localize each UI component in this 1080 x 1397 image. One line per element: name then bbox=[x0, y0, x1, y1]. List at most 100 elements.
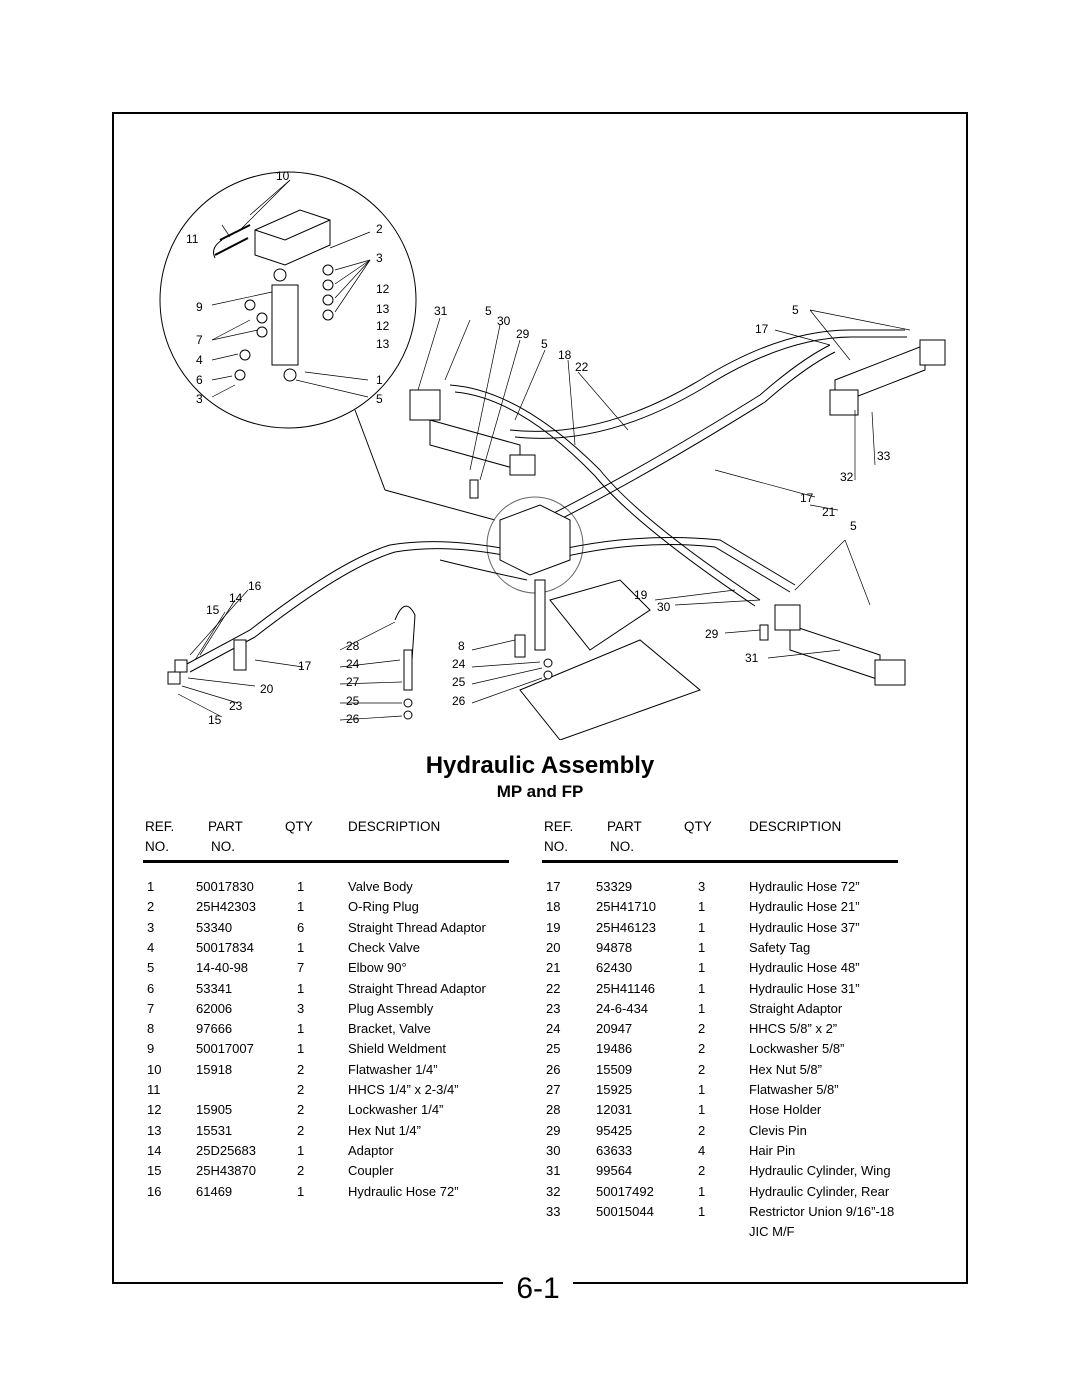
callout-label: 17 bbox=[298, 659, 312, 673]
callout-label: 14 bbox=[229, 591, 243, 605]
cell-desc: JIC M/F bbox=[749, 1224, 795, 1240]
callout-label: 21 bbox=[822, 505, 836, 519]
callout-label: 26 bbox=[452, 694, 466, 708]
cell-part: 50017834 bbox=[196, 939, 254, 955]
cell-desc: Hose Holder bbox=[749, 1102, 822, 1118]
qty-header-left: QTY bbox=[285, 819, 313, 834]
callout-label: 13 bbox=[376, 302, 390, 316]
cell-qty: 1 bbox=[698, 980, 706, 996]
cell-part: 12031 bbox=[596, 1102, 633, 1118]
cell-desc: Hydraulic Hose 31” bbox=[749, 980, 860, 996]
cell-ref: 31 bbox=[546, 1163, 561, 1179]
callout-label: 5 bbox=[792, 303, 799, 317]
callout-label: 12 bbox=[376, 319, 390, 333]
callout-label: 20 bbox=[260, 682, 274, 696]
callout-label: 30 bbox=[657, 600, 671, 614]
cell-ref: 29 bbox=[546, 1122, 561, 1138]
cell-ref: 25 bbox=[546, 1041, 561, 1057]
ref-no-header-left: REF.NO. bbox=[145, 819, 175, 854]
cell-ref: 2 bbox=[147, 899, 155, 915]
cylinder-wing bbox=[789, 624, 881, 681]
cell-desc: Hair Pin bbox=[749, 1142, 796, 1158]
cell-qty: 1 bbox=[297, 1142, 305, 1158]
page-number-gap bbox=[503, 1270, 573, 1300]
callout-label: 17 bbox=[800, 491, 814, 505]
cell-qty: 1 bbox=[297, 1041, 305, 1057]
cell-desc: Check Valve bbox=[348, 939, 421, 955]
cell-ref: 24 bbox=[546, 1021, 561, 1037]
cell-part: 62430 bbox=[596, 960, 633, 976]
cell-part: 53329 bbox=[596, 879, 633, 894]
cell-part: 62006 bbox=[196, 1000, 233, 1016]
callout-label: 12 bbox=[376, 282, 390, 296]
callout-label: 19 bbox=[634, 588, 648, 602]
cell-ref: 16 bbox=[147, 1183, 162, 1199]
cell-ref: 19 bbox=[546, 919, 561, 935]
cell-qty: 1 bbox=[698, 939, 706, 955]
callout-label: 33 bbox=[877, 449, 891, 463]
cell-part: 50017830 bbox=[196, 879, 254, 894]
cell-qty: 1 bbox=[698, 1203, 706, 1219]
callout-label: 11 bbox=[186, 232, 199, 246]
cell-qty: 1 bbox=[698, 1082, 706, 1097]
cell-qty: 7 bbox=[297, 960, 305, 976]
callout-label: 24 bbox=[452, 657, 466, 671]
callout-label: 4 bbox=[196, 353, 203, 367]
callout-label: 24 bbox=[346, 657, 360, 671]
cell-desc: Flatwasher 1/4” bbox=[348, 1061, 438, 1077]
cell-part: 25H41146 bbox=[596, 980, 656, 996]
cell-part: 63633 bbox=[596, 1142, 633, 1158]
cell-ref: 11 bbox=[147, 1082, 161, 1097]
hydraulic-assembly-diagram: 1011239121312713461353153029518225173332… bbox=[159, 169, 946, 740]
cell-qty: 3 bbox=[698, 879, 706, 894]
cell-part: 25H42303 bbox=[196, 899, 256, 915]
cell-qty: 2 bbox=[297, 1163, 305, 1179]
cell-qty: 2 bbox=[698, 1163, 706, 1179]
cell-ref: 1 bbox=[147, 879, 155, 894]
cell-desc: Lockwasher 1/4” bbox=[348, 1102, 444, 1118]
cell-qty: 1 bbox=[297, 980, 305, 996]
cell-ref: 15 bbox=[147, 1163, 162, 1179]
cell-part: 25H46123 bbox=[596, 919, 656, 935]
valve-body bbox=[271, 284, 299, 366]
cell-part: 25H41710 bbox=[596, 899, 656, 915]
cell-ref: 30 bbox=[546, 1142, 561, 1158]
cell-part: 24-6-434 bbox=[596, 1000, 649, 1016]
header-rule-right bbox=[542, 860, 898, 863]
cell-qty: 2 bbox=[698, 1122, 706, 1138]
cell-desc: Flatwasher 5/8” bbox=[749, 1082, 839, 1097]
page-number: 6-1 bbox=[516, 1272, 560, 1305]
cell-desc: Hydraulic Hose 37” bbox=[749, 919, 860, 935]
cell-desc: Coupler bbox=[348, 1163, 394, 1179]
callout-label: 5 bbox=[485, 304, 492, 318]
callout-label: 15 bbox=[208, 713, 222, 727]
callout-label: 25 bbox=[452, 675, 466, 689]
callout-label: 5 bbox=[541, 337, 548, 351]
cell-desc: HHCS 5/8” x 2” bbox=[749, 1021, 838, 1037]
cell-desc: Hydraulic Cylinder, Rear bbox=[749, 1183, 890, 1199]
cell-qty: 1 bbox=[297, 1183, 305, 1199]
cell-desc: Plug Assembly bbox=[348, 1000, 434, 1016]
callout-label: 26 bbox=[346, 712, 360, 726]
cell-part: 97666 bbox=[196, 1021, 233, 1037]
cell-desc: Restrictor Union 9/16”-18 bbox=[749, 1203, 895, 1219]
cell-qty: 2 bbox=[698, 1061, 706, 1077]
cell-qty: 2 bbox=[698, 1041, 706, 1057]
ref-no-header-right: REF.NO. bbox=[544, 819, 574, 854]
cell-ref: 18 bbox=[546, 899, 561, 915]
cell-ref: 33 bbox=[546, 1203, 561, 1219]
cell-ref: 27 bbox=[546, 1082, 561, 1097]
qty-header-right: QTY bbox=[684, 819, 712, 834]
cell-desc: Hex Nut 5/8” bbox=[749, 1061, 822, 1077]
cell-ref: 26 bbox=[546, 1061, 561, 1077]
callout-label: 31 bbox=[745, 651, 759, 665]
cell-ref: 9 bbox=[147, 1041, 155, 1057]
cell-part: 95425 bbox=[596, 1122, 633, 1138]
callout-label: 28 bbox=[346, 639, 360, 653]
cell-desc: Hydraulic Hose 72” bbox=[348, 1183, 459, 1199]
page-subtitle: MP and FP bbox=[496, 782, 584, 801]
callout-label: 5 bbox=[850, 519, 857, 533]
cell-part: 25D25683 bbox=[196, 1142, 256, 1158]
